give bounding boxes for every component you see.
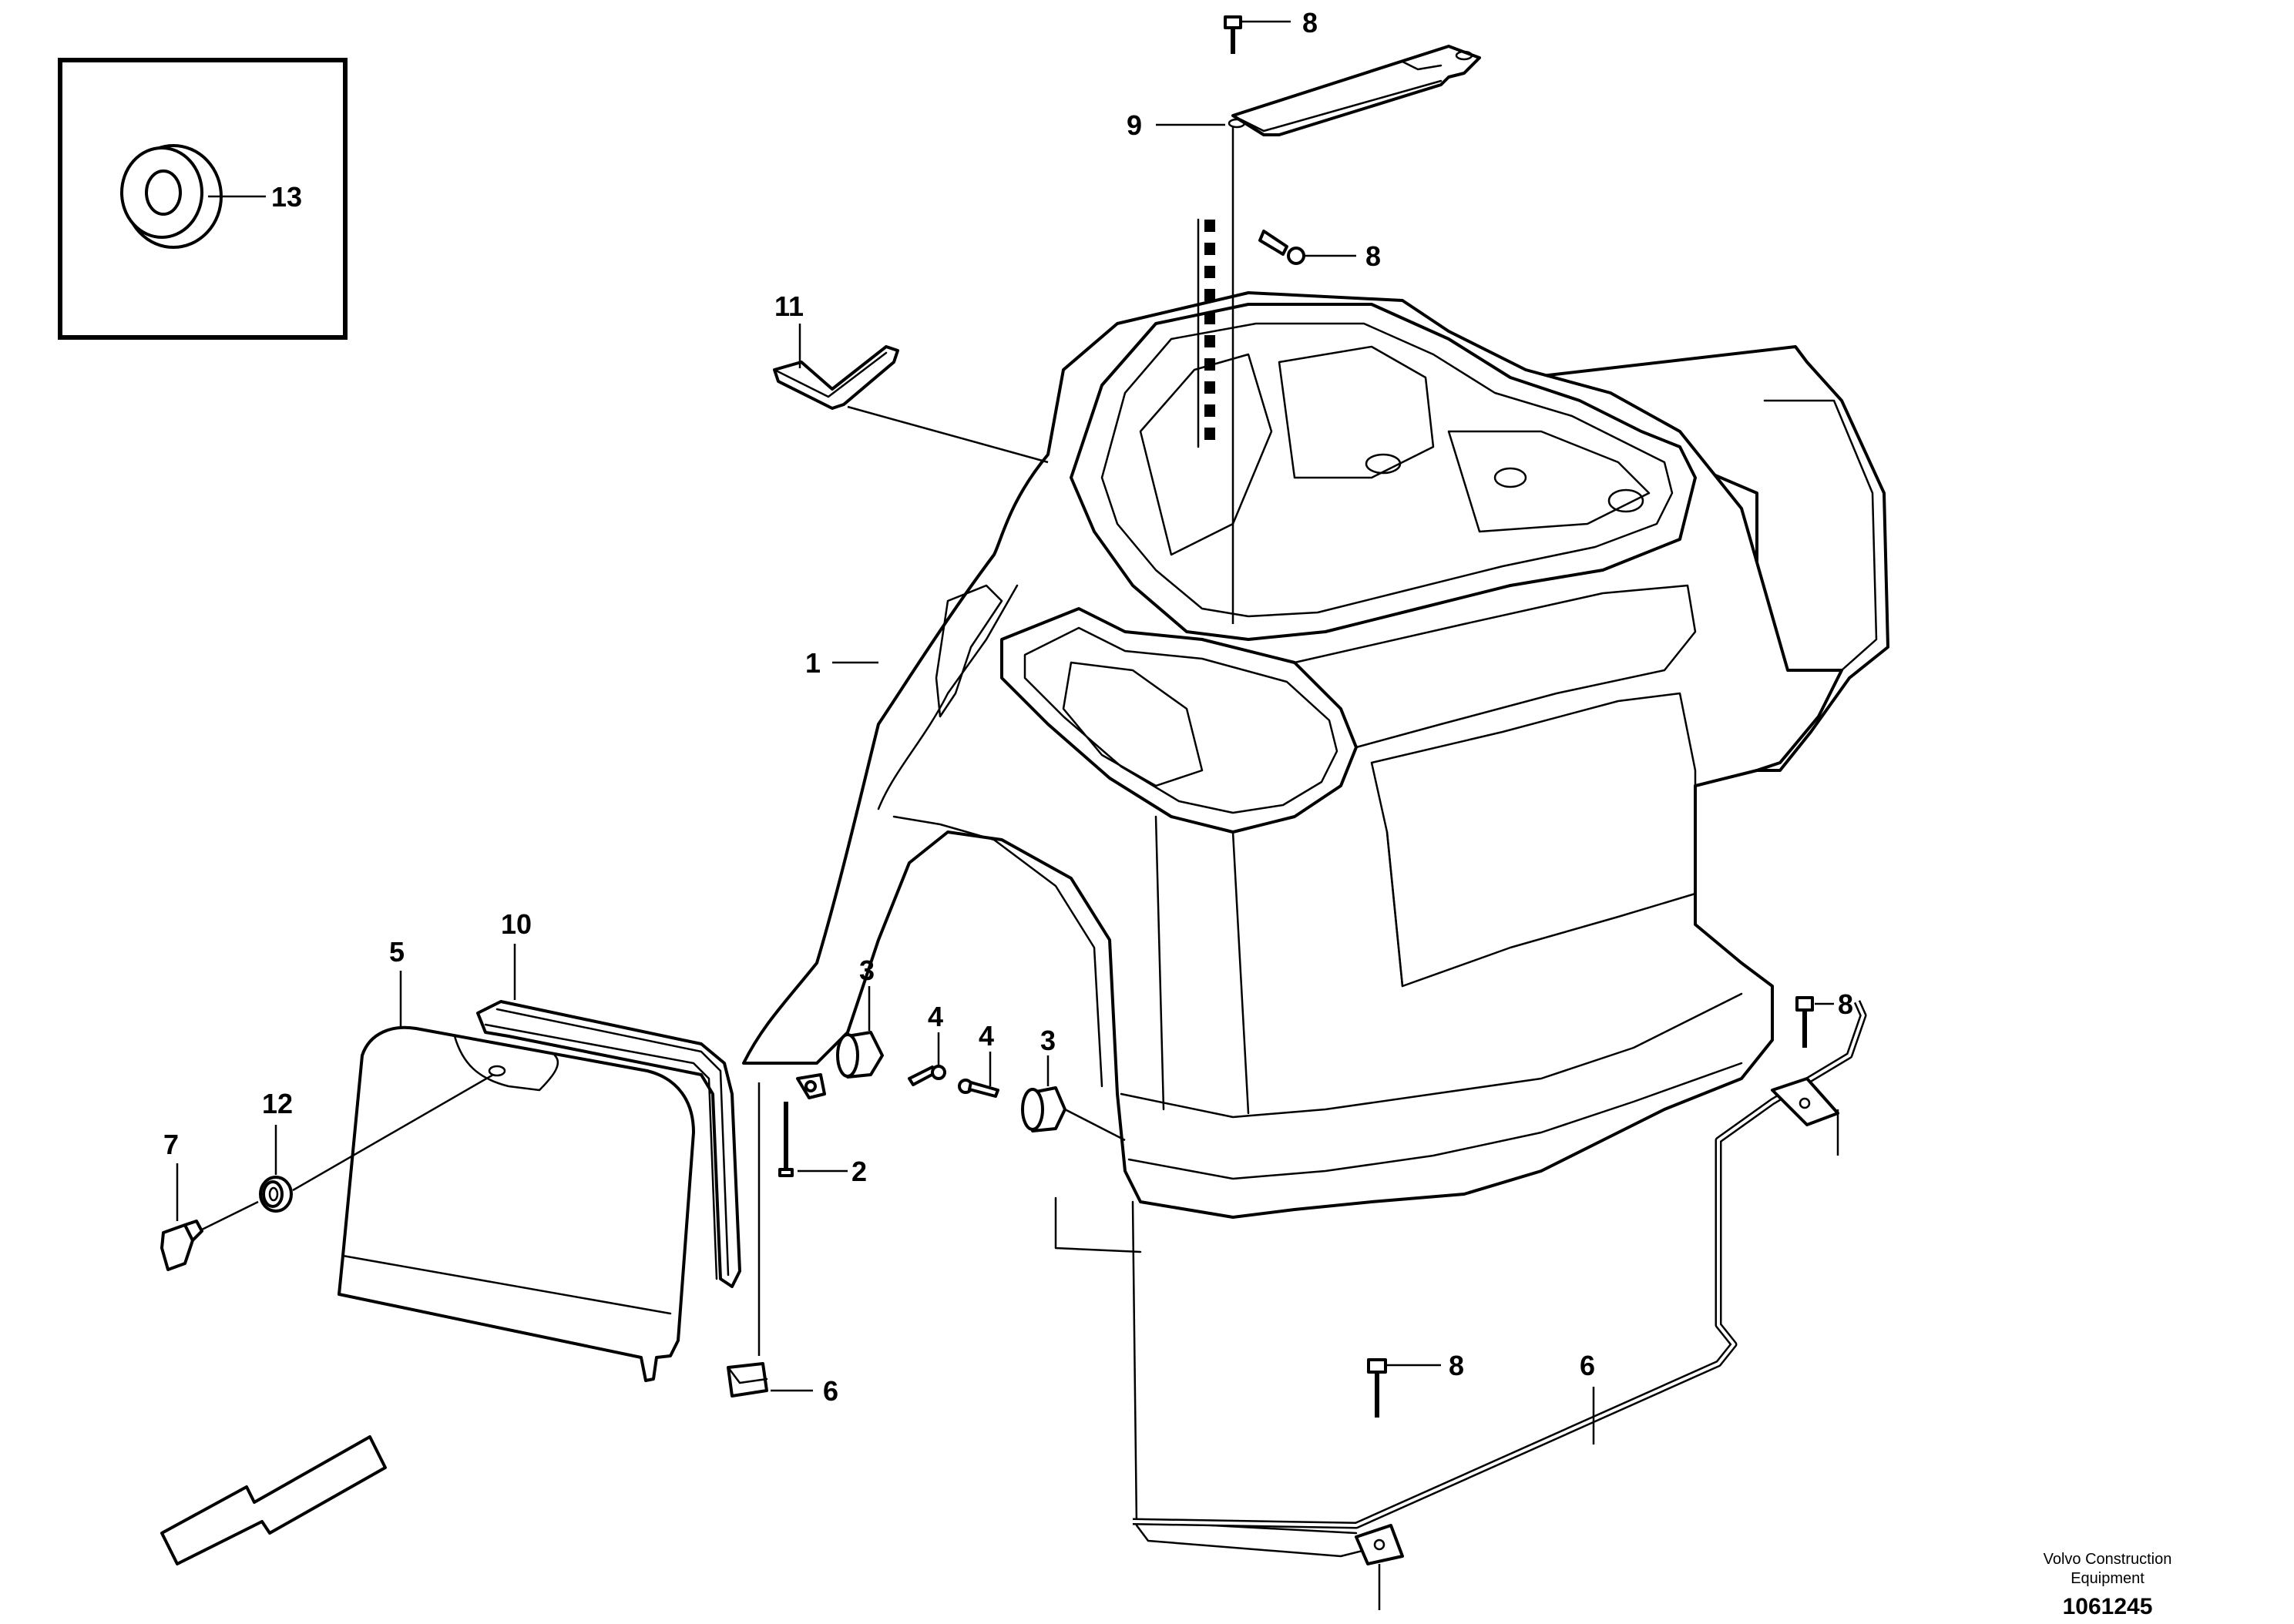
detail-inset: 13: [58, 58, 348, 340]
document-number: 1061245: [2063, 1594, 2153, 1619]
hinge-2: 2: [778, 1073, 867, 1187]
washer-12: 12: [259, 1073, 494, 1213]
callout-3-left: 3: [859, 955, 875, 986]
rod-6-right: 6: [1132, 1000, 1867, 1610]
callout-6-left: 6: [823, 1375, 838, 1407]
callout-8-right: 8: [1838, 988, 1853, 1020]
callout-8-bottom: 8: [1449, 1350, 1464, 1381]
bushing-3-left: 3: [836, 955, 884, 1079]
lower-shroud: [1131, 1200, 1373, 1558]
knob-7: 7: [160, 1129, 259, 1271]
callout-13: 13: [271, 181, 302, 213]
seal-frame-10: 10: [476, 908, 741, 1288]
callout-8-top: 8: [1302, 7, 1318, 39]
publisher-line-1: Volvo Construction: [2044, 1551, 2172, 1568]
publisher-line-2: Equipment: [2071, 1570, 2145, 1587]
callout-4-left: 4: [928, 1001, 943, 1032]
inset-frame: [58, 58, 348, 340]
screw-8-top: 8: [1224, 7, 1318, 54]
screw-8-middle: 8: [1258, 230, 1381, 272]
latch-6-left: 6: [727, 1082, 838, 1407]
bolt-4-left: 4: [908, 1001, 946, 1086]
callout-8-middle: 8: [1365, 240, 1381, 272]
bushing-3-right: 3: [1021, 1025, 1126, 1142]
callout-6-right: 6: [1580, 1350, 1595, 1381]
callout-2: 2: [851, 1156, 867, 1187]
washer-13: [120, 144, 223, 249]
callout-5: 5: [389, 936, 405, 968]
callout-1: 1: [805, 647, 821, 679]
bracket-11: 11: [773, 290, 1049, 464]
callout-11: 11: [774, 290, 804, 322]
callout-12: 12: [262, 1088, 293, 1119]
plate-9: 9: [1127, 45, 1481, 624]
callout-3-right: 3: [1040, 1025, 1056, 1056]
bolt-4-right: 4: [958, 1020, 999, 1098]
callout-9: 9: [1127, 109, 1142, 141]
callout-4-right: 4: [979, 1020, 994, 1052]
screw-8-right: 8: [1795, 988, 1853, 1048]
console-housing-1: [742, 291, 1889, 1253]
callout-group-1: 1: [805, 647, 878, 679]
screw-8-bottom: 8: [1367, 1350, 1464, 1418]
callout-10: 10: [501, 908, 532, 940]
callout-7: 7: [163, 1129, 179, 1160]
cover-door-5: 5: [338, 936, 695, 1382]
dashed-marker: [1197, 218, 1215, 448]
footer: Volvo Construction Equipment 1061245: [2044, 1551, 2172, 1619]
arrow-left-down-icon: [160, 1435, 387, 1565]
